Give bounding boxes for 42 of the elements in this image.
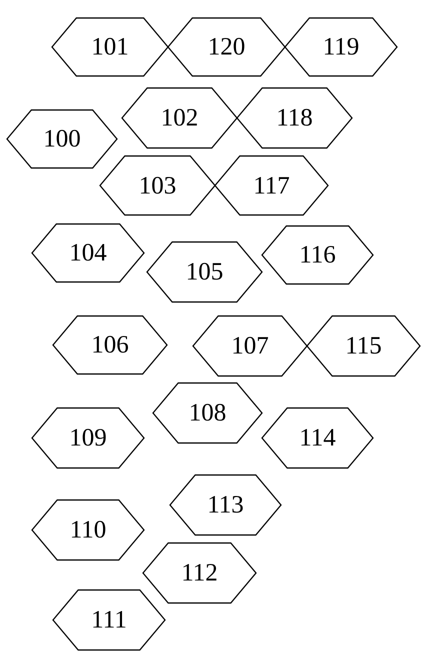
hexagon — [7, 110, 117, 168]
hexagon — [262, 408, 373, 468]
hexagon-label: 102 — [160, 106, 198, 130]
hexagon-label: 110 — [70, 518, 106, 542]
hexagon — [153, 383, 262, 443]
hexagon-label: 118 — [276, 106, 313, 130]
hexagon-label: 112 — [181, 560, 218, 586]
hexagon-label: 113 — [207, 492, 244, 518]
hexagon — [52, 18, 168, 76]
hexagon — [262, 226, 373, 284]
hexagon-label: 107 — [231, 334, 269, 358]
hexagon — [53, 590, 165, 650]
hexagon-label: 114 — [299, 426, 336, 450]
hexagon — [307, 316, 420, 376]
hexagon-label: 111 — [91, 608, 127, 632]
hexagon — [143, 543, 256, 603]
hexagon-label: 105 — [186, 260, 224, 284]
hexagon-label: 120 — [208, 34, 246, 60]
hexagon — [32, 224, 144, 282]
hexagon — [170, 475, 281, 535]
hexagon-label: 116 — [299, 242, 336, 268]
hexagon — [237, 88, 352, 148]
hexagon — [122, 88, 237, 148]
hexagon-label: 101 — [91, 34, 129, 60]
hexagon-label: 117 — [253, 173, 290, 198]
hexagon-label: 100 — [43, 126, 81, 152]
hexagon — [215, 156, 328, 215]
hexagon-label: 115 — [345, 334, 382, 358]
hexagon — [32, 408, 144, 468]
hexagon — [32, 500, 144, 560]
hexagon — [285, 18, 397, 76]
hexagon-label: 104 — [69, 240, 107, 266]
hexagon-label: 109 — [69, 426, 107, 450]
hexagon-label: 106 — [91, 332, 129, 358]
hexagon — [147, 242, 262, 302]
hexagon-label: 103 — [138, 173, 176, 198]
hexagon-label: 119 — [322, 34, 360, 60]
hexagon — [168, 18, 285, 76]
hexagon — [193, 316, 307, 376]
hexagon — [100, 156, 215, 215]
hexagon-label: 108 — [188, 400, 226, 426]
hexagon — [53, 316, 167, 374]
